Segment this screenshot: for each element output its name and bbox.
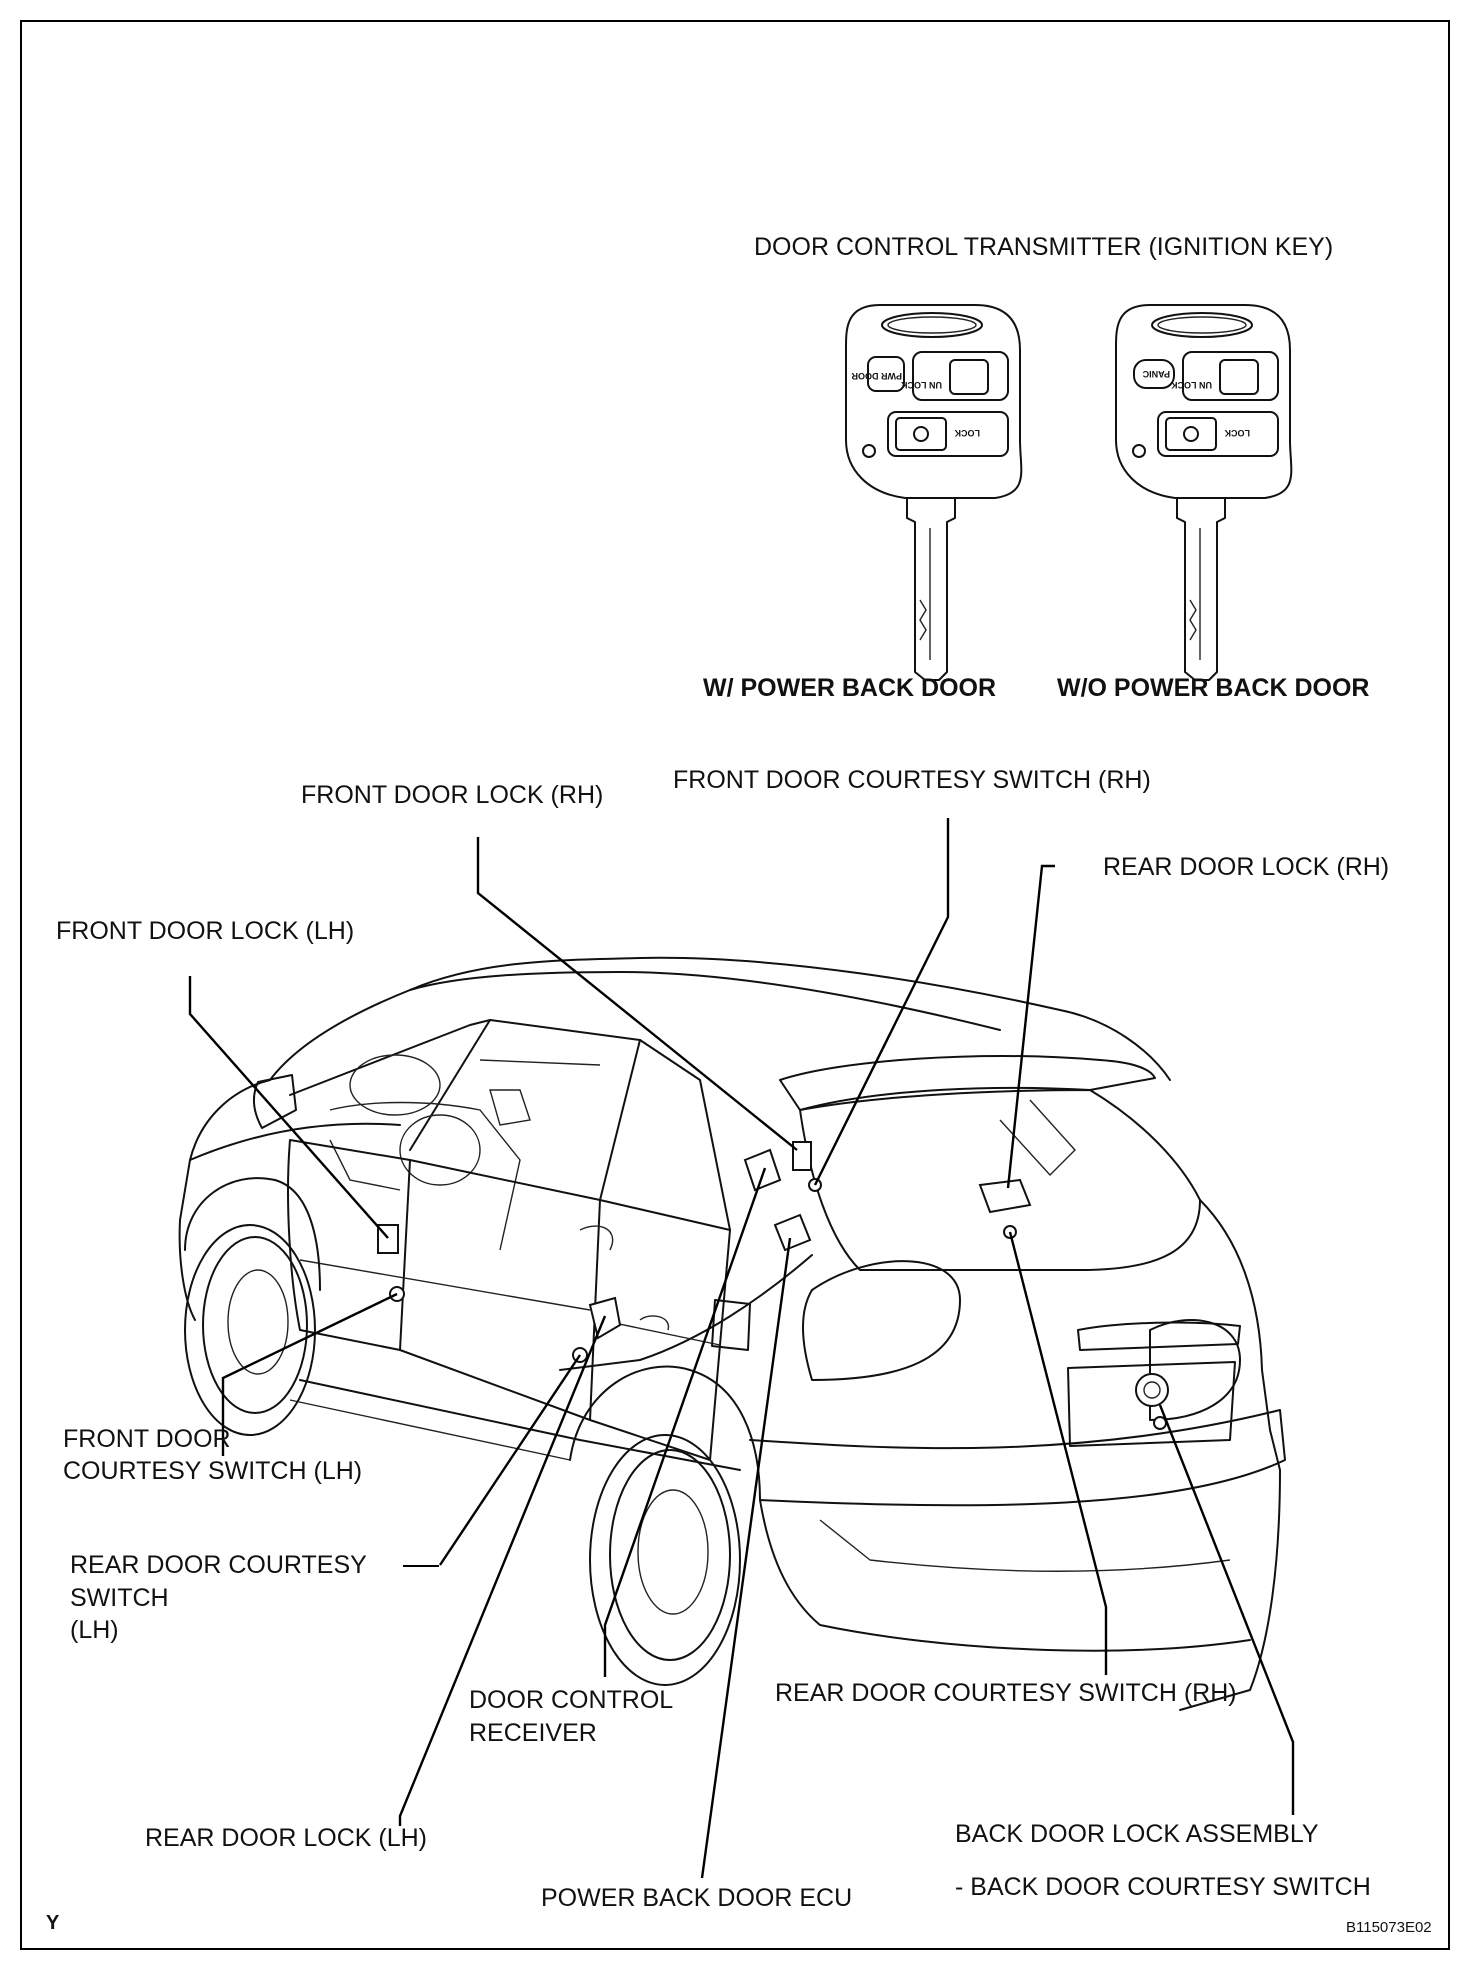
transmitter-title: DOOR CONTROL TRANSMITTER (IGNITION KEY): [754, 233, 1334, 261]
label-rear-door-courtesy-switch-rh: REAR DOOR COURTESY SWITCH (RH): [775, 1679, 1237, 1707]
label-door-control-receiver-line2: RECEIVER: [469, 1719, 597, 1747]
key1-aux-label: PWR DOOR: [851, 371, 902, 381]
front-door-lock-rh-part: [792, 1141, 812, 1171]
label-back-door-courtesy-switch: - BACK DOOR COURTESY SWITCH: [955, 1873, 1371, 1901]
door-control-receiver-part: [743, 1148, 782, 1192]
label-front-door-lock-lh: FRONT DOOR LOCK (LH): [56, 917, 355, 945]
key1-lock-label: LOCK: [954, 428, 980, 438]
key1-unlock-label: UN LOCK: [901, 380, 942, 390]
key-with-power-back-door: UN LOCK PWR DOOR LOCK: [844, 304, 1023, 681]
corner-mark: Y: [46, 1912, 60, 1934]
key2-aux-label: PANIC: [1142, 369, 1170, 379]
label-back-door-lock-assembly: BACK DOOR LOCK ASSEMBLY: [955, 1820, 1319, 1848]
label-rear-door-lock-lh: REAR DOOR LOCK (LH): [145, 1824, 427, 1852]
label-front-door-lock-rh: FRONT DOOR LOCK (RH): [301, 781, 604, 809]
label-front-door-courtesy-switch-lh-line2: COURTESY SWITCH (LH): [63, 1457, 363, 1485]
rear-door-lock-rh-part: [978, 1178, 1032, 1214]
label-rear-door-courtesy-switch-lh-line1: REAR DOOR COURTESY: [70, 1551, 367, 1579]
label-power-back-door-ecu: POWER BACK DOOR ECU: [541, 1884, 853, 1912]
vehicle-illustration: [178, 956, 1286, 1711]
key-without-power-back-door: UN LOCK PANIC LOCK: [1114, 304, 1293, 681]
label-rear-door-courtesy-switch-lh-line2: SWITCH: [70, 1584, 169, 1612]
label-front-door-courtesy-switch-lh-line1: FRONT DOOR: [63, 1425, 231, 1453]
figure-code: B115073E02: [1346, 1919, 1432, 1936]
diagram-frame: [20, 20, 1450, 1950]
leader-lines: [188, 818, 1295, 1879]
key2-caption: W/O POWER BACK DOOR: [1057, 674, 1370, 702]
label-rear-door-lock-rh: REAR DOOR LOCK (RH): [1103, 853, 1390, 881]
key1-caption: W/ POWER BACK DOOR: [703, 674, 997, 702]
back-door-lock-assembly-part: [1135, 1373, 1169, 1407]
key2-lock-label: LOCK: [1224, 428, 1250, 438]
label-front-door-courtesy-switch-rh: FRONT DOOR COURTESY SWITCH (RH): [673, 766, 1151, 794]
key2-unlock-label: UN LOCK: [1171, 380, 1212, 390]
leader-tick-rear-door-courtesy-switch-lh: [403, 1565, 439, 1567]
label-door-control-receiver-line1: DOOR CONTROL: [469, 1686, 674, 1714]
label-rear-door-courtesy-switch-lh-line3: (LH): [70, 1616, 119, 1644]
power-back-door-ecu-part: [773, 1213, 812, 1252]
